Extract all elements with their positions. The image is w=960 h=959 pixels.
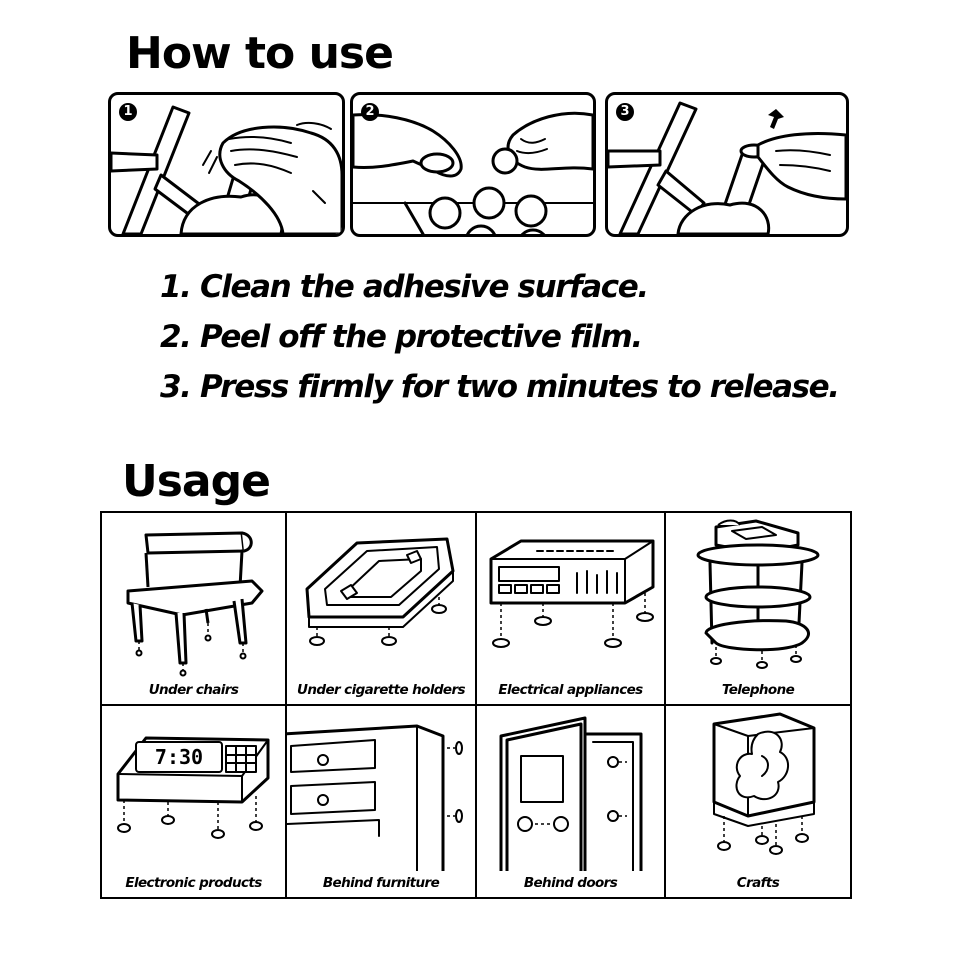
instruction-step-3: 3. Press firmly for two minutes to relea… [160, 369, 840, 405]
usage-cell-telephone: Telephone [666, 513, 850, 706]
usage-title: Usage [122, 456, 271, 507]
instructions-list: 1. Clean the adhesive surface. 2. Peel o… [160, 262, 840, 412]
how-to-use-title: How to use [126, 28, 394, 79]
usage-cell-electrical-appliances: Electrical appliances [477, 513, 666, 706]
display-case-icon [712, 712, 816, 855]
step-3-panel: 3 [605, 92, 849, 237]
usage-grid: Under chairs Under cigarette holders [100, 511, 852, 899]
usage-label: Under cigarette holders [297, 682, 466, 698]
alarm-clock-icon: 7:30 [116, 736, 270, 839]
clock-display: 7:30 [155, 745, 203, 769]
ashtray-icon [305, 537, 455, 646]
usage-label: Electrical appliances [498, 682, 643, 698]
instruction-step-1: 1. Clean the adhesive surface. [160, 269, 649, 305]
telephone-stand-icon [696, 519, 820, 669]
step-3-number: 3 [616, 103, 634, 121]
hand-peeling-icon [353, 111, 593, 234]
instruction-step-2: 2. Peel off the protective film. [160, 319, 643, 355]
usage-label: Behind furniture [322, 875, 440, 891]
usage-label: Behind doors [523, 875, 618, 891]
usage-cell-behind-furniture: Behind furniture [287, 706, 477, 897]
drawer-cabinet-icon [287, 724, 463, 871]
stereo-icon [489, 539, 655, 648]
hand-cleaning-icon [111, 105, 342, 234]
usage-label: Telephone [721, 682, 795, 698]
usage-label: Crafts [736, 875, 780, 891]
usage-cell-electronic-products: 7:30 Electronic products [102, 706, 287, 897]
step-1-number: 1 [119, 103, 137, 121]
usage-cell-behind-doors: Behind doors [477, 706, 666, 897]
door-icon [499, 716, 643, 871]
usage-label: Electronic products [125, 875, 262, 891]
usage-cell-crafts: Crafts [666, 706, 850, 897]
hand-pressing-icon [608, 101, 846, 234]
usage-cell-under-chairs: Under chairs [102, 513, 287, 706]
step-2-number: 2 [361, 103, 379, 121]
step-1-panel: 1 [108, 92, 345, 237]
chair-icon [126, 531, 264, 677]
usage-label: Under chairs [148, 682, 239, 698]
usage-cell-under-cigarette-holders: Under cigarette holders [287, 513, 477, 706]
step-2-panel: 2 [350, 92, 596, 237]
